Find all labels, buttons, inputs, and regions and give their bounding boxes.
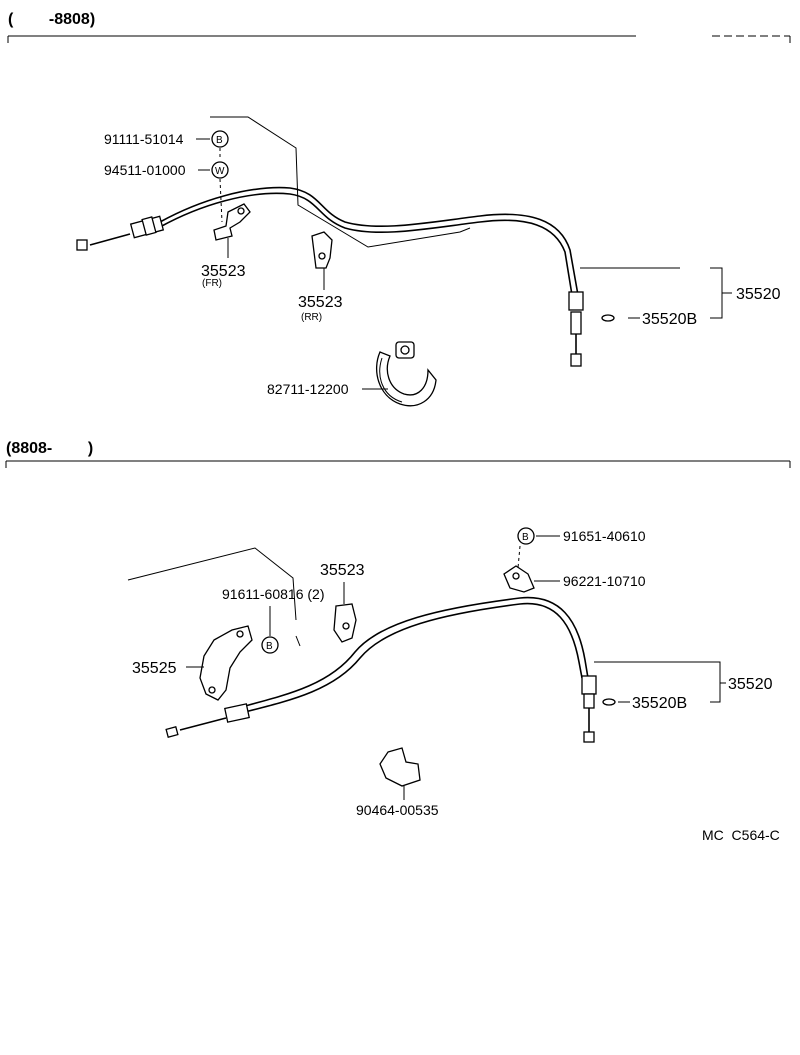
- bottom-cable-callout: [594, 661, 726, 706]
- top-band-clamp: [362, 341, 437, 407]
- bottom-bolt-top-b-text: B: [522, 532, 529, 543]
- top-bracket-fr-note: (FR): [202, 278, 222, 289]
- top-bolt-b-text: B: [216, 135, 223, 146]
- bottom-bolt-top-b-marker: [517, 527, 535, 545]
- top-body-outline: [210, 116, 471, 248]
- top-cable-assy-label: 35520: [736, 286, 781, 303]
- bottom-cable: [165, 596, 597, 743]
- bottom-bolt-b-marker: [261, 636, 279, 654]
- top-bracket-fr: [213, 203, 251, 258]
- top-bolt-b-marker: [211, 130, 229, 148]
- top-bolt-part-label: 91111-51014: [104, 131, 184, 147]
- figure-code: MC C564-C: [702, 827, 780, 843]
- bottom-cable-assy-label: 35520: [728, 676, 773, 693]
- top-washer-w-text: W: [215, 166, 225, 177]
- bottom-bolt-top-axis: [517, 545, 521, 569]
- top-bracket-rr: [311, 231, 333, 290]
- top-cable: [76, 186, 584, 367]
- bottom-clip: [379, 747, 421, 800]
- top-bracket-rr-note: (RR): [301, 312, 322, 323]
- top-cable-callout: [580, 267, 732, 322]
- bottom-clamp-top: [503, 565, 560, 593]
- top-bracket-fr-label: 35523: [201, 263, 246, 280]
- top-band-part-label: 82711-12200: [267, 381, 349, 397]
- bottom-bolt-b-text: B: [266, 641, 273, 652]
- bottom-bracket-top-label: 35523: [320, 562, 365, 579]
- top-bracket-rr-label: 35523: [298, 294, 343, 311]
- top-cable-sub-label: 35520B: [642, 311, 697, 328]
- bottom-body-outline: [127, 547, 301, 647]
- bottom-clamp-top-label: 96221-10710: [563, 573, 646, 589]
- bottom-bracket-top: [333, 582, 357, 643]
- bottom-clip-part-label: 90464-00535: [356, 802, 439, 818]
- bottom-cable-sub-label: 35520B: [632, 695, 687, 712]
- bottom-section-range-label: (8808- ): [6, 440, 93, 457]
- top-washer-part-label: 94511-01000: [104, 162, 186, 178]
- bottom-bracket-left: [186, 625, 253, 701]
- bottom-bolt-part-label: 91611-60816 (2): [222, 586, 324, 602]
- bottom-bolt-top-label: 91651-40610: [563, 528, 646, 544]
- bottom-section-divider: [5, 460, 791, 468]
- top-section-divider: [7, 35, 791, 43]
- top-washer-w-marker: [211, 161, 229, 179]
- top-washer-axis: [219, 178, 223, 223]
- bottom-bracket-left-label: 35525: [132, 660, 177, 677]
- top-section-range-label: ( -8808): [8, 11, 95, 28]
